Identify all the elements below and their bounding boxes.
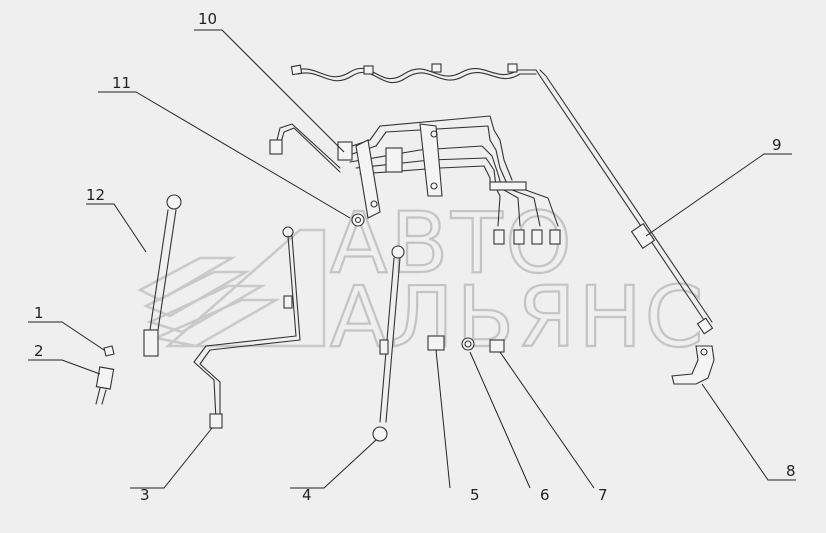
leader-lines (28, 29, 796, 489)
fitting-8 (671, 345, 715, 385)
hose-12 (143, 194, 182, 357)
callout-12: 12 (86, 186, 105, 204)
watermark-logo (137, 228, 326, 348)
callout-5: 5 (470, 486, 480, 504)
fitting-1-2 (95, 345, 115, 405)
callout-7: 7 (598, 486, 608, 504)
callout-3: 3 (140, 486, 150, 504)
pipe-assembly (269, 63, 714, 335)
callout-10: 10 (198, 10, 217, 28)
callout-8: 8 (786, 462, 796, 480)
callout-4: 4 (302, 486, 312, 504)
callout-2: 2 (34, 342, 44, 360)
callout-labels: 10 11 12 1 2 3 4 5 6 7 8 9 (34, 10, 796, 504)
fittings-5-6-7 (427, 335, 505, 353)
callout-6: 6 (540, 486, 550, 504)
pipe-3 (193, 226, 301, 429)
callout-9: 9 (772, 136, 782, 154)
callout-1: 1 (34, 304, 44, 322)
hose-4 (372, 245, 405, 442)
callout-11: 11 (112, 74, 131, 92)
